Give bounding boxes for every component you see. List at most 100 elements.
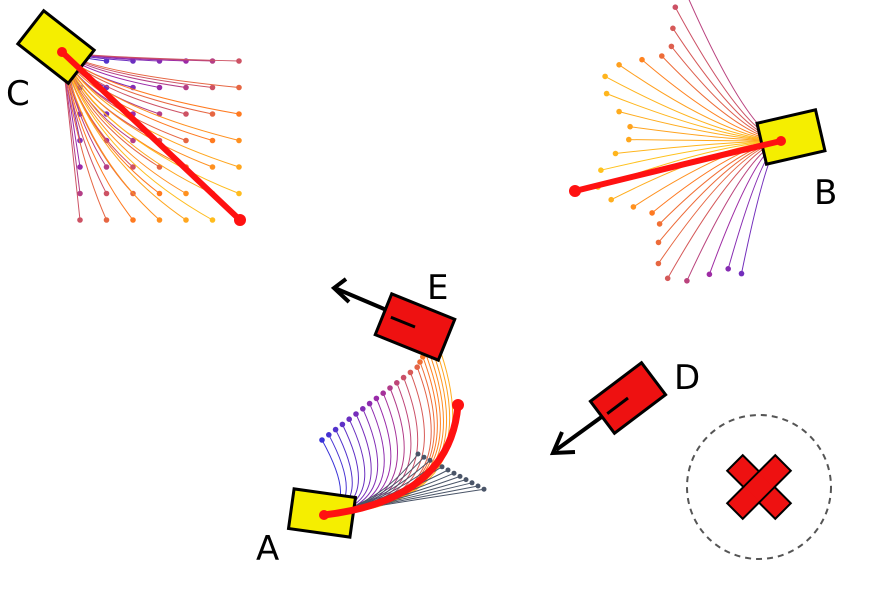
trajectory-a-infeasible-end (427, 457, 433, 463)
trajectory-a-end (326, 432, 332, 438)
trajectory-c-end (77, 217, 83, 223)
trajectory-b-end (672, 4, 679, 10)
trajectory-b-end (616, 62, 622, 68)
trajectory-c-end (209, 137, 216, 144)
trajectory-b-end (655, 239, 662, 246)
selected-trajectory-c (59, 49, 243, 223)
trajectory-a-end (417, 359, 423, 365)
trajectory-c-end (130, 217, 136, 223)
trajectory-c-end (209, 164, 216, 170)
selected-trajectories (57, 47, 786, 520)
trajectory-b-end (655, 260, 662, 267)
trajectory-b (604, 75, 782, 142)
trajectory-b-end (649, 210, 655, 216)
trajectory-b-end (664, 275, 671, 282)
trajectory-a-end (400, 374, 407, 381)
trajectory-a-infeasible-end (457, 473, 463, 479)
trajectory-c-end (77, 164, 83, 170)
trajectory-b-end (684, 278, 690, 284)
trajectory-c-end (236, 58, 242, 64)
trajectory-c-end (236, 111, 242, 117)
trajectory-c-end (103, 217, 110, 223)
trajectory-c-end (183, 190, 189, 197)
trajectory-a-end (353, 411, 359, 417)
trajectory-c-end (183, 137, 189, 144)
label-b: B (814, 173, 837, 213)
label-a: A (256, 529, 279, 569)
trajectory-c-end (183, 217, 189, 223)
trajectory-a-end (319, 437, 325, 443)
trajectory-b-end (626, 136, 632, 143)
trajectory-c-end (156, 190, 163, 197)
trajectory-c-end (103, 111, 110, 117)
robot-b-trajectory-fan (595, 0, 782, 284)
trajectory-a (323, 353, 441, 516)
trajectory-b-end (612, 150, 619, 157)
trajectory-b-end (639, 56, 645, 63)
trajectory-a-end (373, 395, 380, 402)
trajectory-b (657, 140, 782, 264)
trajectory-b-end (608, 196, 614, 203)
trajectory-a-infeasible-end (451, 470, 457, 476)
trajectory-a-end (414, 364, 421, 371)
trajectory-b-end (706, 271, 713, 278)
trajectory-a-end (387, 385, 393, 391)
trajectory-b-end (616, 108, 622, 115)
trajectory-a-end (366, 400, 373, 407)
trajectory-b-end (670, 25, 676, 32)
trajectory-b (651, 140, 782, 214)
trajectory-a (323, 349, 444, 516)
trajectory-c-end (183, 84, 189, 91)
label-c: C (6, 74, 30, 114)
trajectory-c-end (236, 190, 242, 197)
goal-cross-icon (725, 453, 793, 521)
obstacle-d (549, 360, 668, 456)
trajectory-b-end (738, 270, 745, 277)
selected-trajectory-a-end (452, 399, 464, 411)
trajectory-a-end (407, 369, 414, 376)
trajectory-a-infeasible-end (463, 477, 469, 483)
trajectory-b-end (627, 123, 633, 130)
selected-trajectory-a-start (319, 510, 329, 520)
goal-ring (686, 414, 832, 560)
trajectory-c-end (156, 217, 163, 223)
trajectory-a-end (394, 380, 400, 386)
trajectory-b-end (668, 43, 675, 50)
trajectory-a-infeasible-end (475, 483, 481, 489)
selected-trajectory-c-start (57, 47, 67, 57)
obstacle-d-arrowhead (549, 431, 576, 456)
trajectory-a-end (346, 416, 353, 423)
trajectory-c-end (236, 137, 242, 144)
selected-trajectory-b-end (569, 185, 581, 197)
trajectory-b-end (598, 167, 604, 173)
trajectory-a-end (360, 406, 366, 412)
trajectory-a-infeasible-end (469, 480, 475, 486)
robot-b-icon (755, 107, 827, 167)
trajectory-c-end (103, 164, 110, 170)
selected-trajectory-b-start (776, 136, 786, 146)
goal-region (686, 414, 832, 560)
trajectory-a-end (339, 421, 346, 428)
trajectory-b-end (630, 204, 637, 210)
trajectory-b-end (656, 221, 663, 227)
trajectory-a-end (380, 390, 387, 397)
label-d: D (674, 358, 700, 398)
trajectory-c-end (236, 84, 242, 91)
selected-trajectory-c-end (234, 214, 246, 226)
obstacle-e (330, 277, 457, 363)
selected-trajectory-a (320, 401, 462, 519)
trajectory-a-infeasible-end (415, 451, 421, 457)
trajectory-b-end (602, 73, 608, 80)
trajectory-c-end (156, 84, 163, 91)
trajectory-b-end (603, 90, 610, 97)
selected-trajectory-b (572, 138, 784, 194)
label-e: E (427, 268, 448, 308)
trajectory-c-end (183, 111, 189, 117)
obstacle-e-icon (373, 291, 457, 363)
trajectory-a-infeasible-end (481, 486, 487, 492)
trajectory-a-infeasible-end (439, 464, 445, 470)
trajectory-c-end (103, 190, 110, 197)
trajectory-a-end (332, 426, 339, 433)
